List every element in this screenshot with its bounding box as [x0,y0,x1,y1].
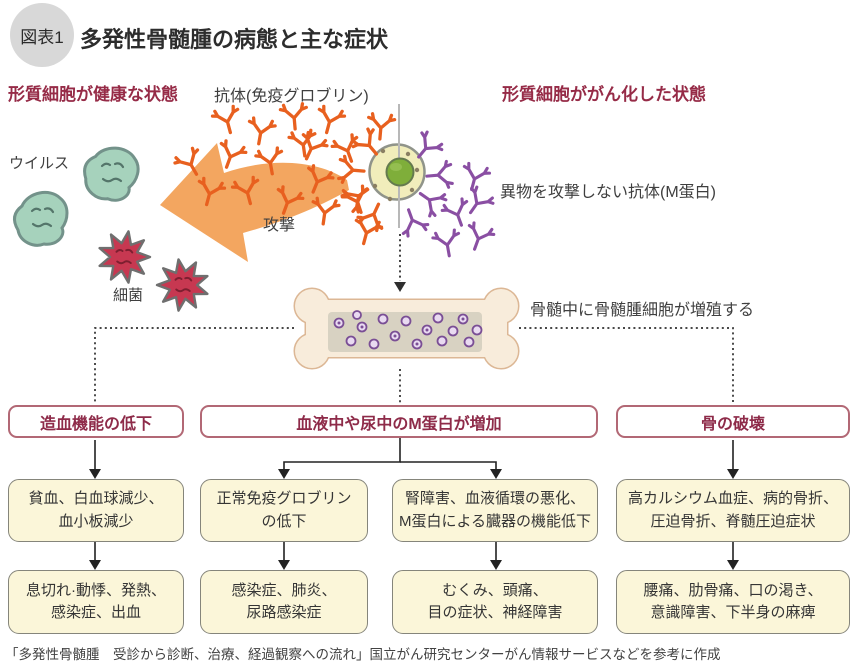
cause-line: 血小板減少 [58,512,134,530]
plasma-cell-nucleus [372,148,420,202]
branch-header-m-protein: 血液中や尿中のM蛋白が増加 [200,405,598,438]
virus-label: ウイルス [9,155,70,172]
bacteria-icon [150,251,218,320]
cause-line: 高カルシウム血症、病的骨折、 [627,490,838,507]
source-caption: 「多発性骨髄腫 受診から診断、治療、経過観察への流れ」国立がん研究センターがん情… [5,647,721,662]
symptom-line: 感染症、出血 [50,604,141,621]
cause-line: 貧血、白血球減少、 [28,490,164,507]
figure-title: 多発性骨髄腫の病態と主な症状 [80,27,389,52]
symptom-line: 感染症、肺炎、 [231,581,337,599]
bacteria-label: 細菌 [113,287,144,304]
bone-label: 骨髄中に骨髄腫細胞が増殖する [530,302,755,319]
symptom-box: 息切れ·動悸、発熱、 感染症、出血 [8,570,184,634]
branch-header-bone: 骨の破壊 [616,405,850,438]
cause-box: 腎障害、血液循環の悪化、 M蛋白による臓器の機能低下 [392,479,598,542]
symptom-line: 腰痛、肋骨痛、口の渇き、 [643,581,823,599]
antibody-label: 抗体(免疫グロブリン) [214,88,369,105]
symptom-line: 目の症状、神経障害 [427,604,563,621]
cause-line: 腎障害、血液循環の悪化、 [404,490,585,507]
symptom-line: 息切れ·動悸、発熱、 [26,581,166,599]
symptom-box: むくみ、頭痛、 目の症状、神経障害 [392,570,598,634]
arrow-cell-to-bone [394,234,406,292]
flow-arrows [94,438,734,561]
symptom-box: 腰痛、肋骨痛、口の渇き、 意識障害、下半身の麻痺 [616,570,850,634]
m-protein-label: 異物を攻撃しない抗体(M蛋白) [500,184,716,201]
cause-line: 正常免疫グロブリン [216,490,352,507]
cause-box: 貧血、白血球減少、 血小板減少 [8,479,184,542]
attack-arrow-icon [160,143,349,262]
cause-box: 高カルシウム血症、病的骨折、 圧迫骨折、脊髄圧迫症状 [616,479,850,542]
branch-lines [94,327,734,404]
symptom-line: 尿路感染症 [246,604,322,621]
cause-line: の低下 [261,512,307,530]
cause-box: 正常免疫グロブリン の低下 [200,479,368,542]
symptom-line: 意識障害、下半身の麻痺 [650,604,816,621]
cancer-state-label: 形質細胞ががん化した状態 [502,85,706,104]
branch-header-hematopoiesis: 造血機能の低下 [8,405,184,438]
cause-line: M蛋白による臓器の機能低下 [398,512,592,530]
virus-icon [77,140,144,207]
symptom-box: 感染症、肺炎、 尿路感染症 [200,570,368,634]
bacteria-icon [98,230,152,284]
attack-label: 攻撃 [263,217,296,234]
healthy-state-label: 形質細胞が健康な状態 [8,85,178,104]
symptom-line: むくみ、頭痛、 [442,581,548,599]
bone-icon [293,287,520,370]
flow-arrowheads [89,469,739,570]
figure-badge: 図表1 [10,3,74,67]
cause-line: 圧迫骨折、脊髄圧迫症状 [650,512,816,530]
virus-icon [13,190,69,247]
